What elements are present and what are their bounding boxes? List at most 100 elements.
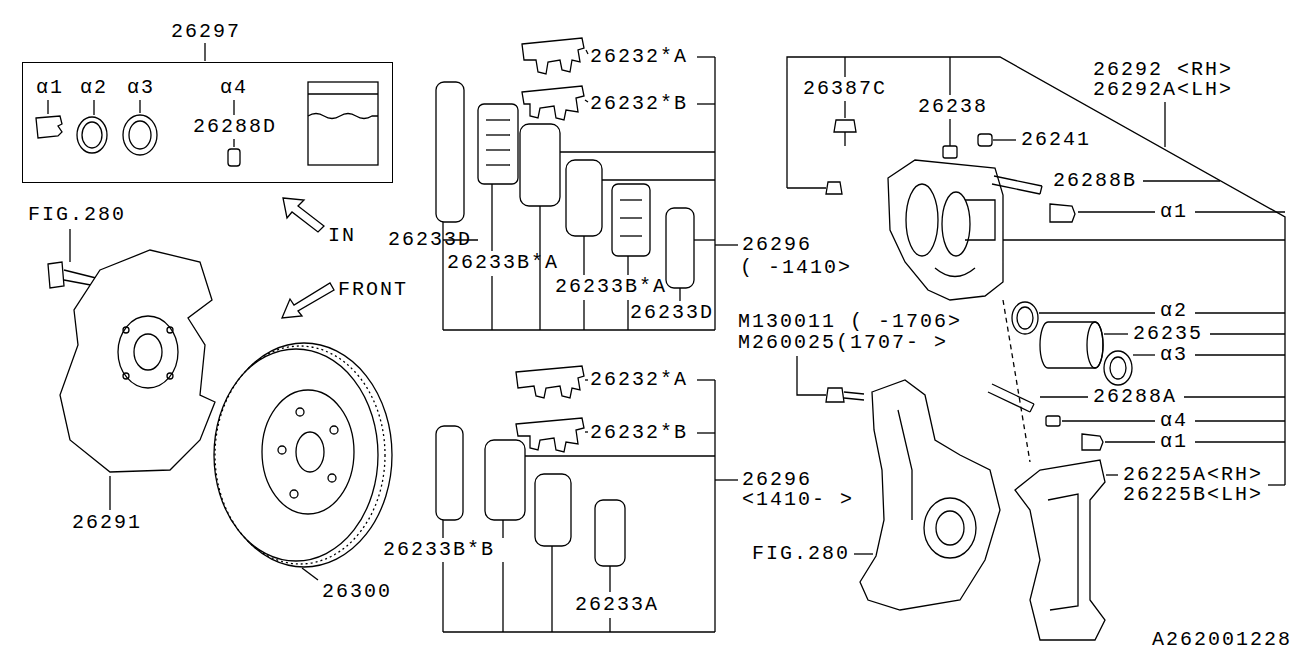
- caliper-assembly: [1017, 307, 1033, 329]
- seal-kit-parts: [93, 100, 94, 115]
- pad-set-upper: [697, 103, 715, 104]
- seal-kit-parts: [308, 114, 378, 119]
- pad-set-upper: [486, 149, 510, 150]
- caliper-assembly: [844, 132, 845, 146]
- callout-number: IN: [328, 225, 356, 247]
- seal-kit-parts: [47, 100, 48, 114]
- direction-arrows: [283, 198, 324, 232]
- seal-kit-parts: [308, 93, 378, 94]
- knuckle-bracket: [924, 498, 976, 558]
- pad-set-upper: [627, 300, 628, 330]
- pad-set-upper: [560, 151, 715, 152]
- callout-number: 26241: [1021, 129, 1091, 151]
- pad-set-lower: [697, 432, 715, 433]
- caliper-assembly: [1143, 180, 1220, 181]
- pad-set-upper: [694, 239, 715, 240]
- pad-set-lower: [715, 479, 738, 480]
- pad-set-lower: [525, 455, 715, 456]
- callout-number: 26225A<RH>: [1123, 464, 1263, 486]
- seal-kit-parts: [123, 115, 157, 155]
- brake-rotor: [262, 390, 354, 514]
- callout-number: 26232*A: [590, 369, 688, 391]
- seal-kit-parts: [82, 122, 102, 148]
- seal-kit-parts: [36, 116, 62, 138]
- pad-set-lower: [551, 546, 552, 632]
- pad-set-upper: [620, 235, 642, 236]
- seal-kit-parts: [204, 43, 205, 61]
- caliper-assembly: [1050, 204, 1075, 222]
- callout-number: 26225B<LH>: [1123, 484, 1263, 506]
- brake-rotor: [214, 349, 378, 561]
- kit-number: 26297: [171, 21, 241, 43]
- brake-rotor: [215, 346, 385, 564]
- callout-number: 26232*A: [590, 46, 688, 68]
- seal-kit-parts: [139, 100, 140, 113]
- caliper-assembly: [1078, 211, 1155, 212]
- pad-set-upper: [666, 208, 694, 288]
- dust-shield: [118, 316, 178, 388]
- dust-shield: [123, 373, 129, 379]
- callout-number: 26232*B: [590, 422, 688, 444]
- pad-set-lower: [595, 500, 625, 566]
- brake-rotor: [328, 474, 336, 482]
- dust-shield: [123, 327, 129, 333]
- direction-arrows: [282, 198, 334, 318]
- knuckle-bracket: [797, 356, 826, 395]
- caliper-assembly: [992, 184, 1040, 194]
- caliper-assembly: [1195, 312, 1285, 313]
- callout-number: A262001228: [1152, 629, 1292, 651]
- caliper-assembly: [787, 187, 826, 188]
- seal-kit-parts: [129, 121, 151, 149]
- pad-set-upper: [586, 50, 588, 54]
- caliper-assembly: [1210, 333, 1285, 334]
- callout-number: 26288A: [1093, 386, 1177, 408]
- knuckle-bracket: [844, 392, 864, 394]
- callout-number: 26233B*B: [383, 539, 495, 561]
- caliper-assembly: [1133, 354, 1155, 355]
- caliper-assembly: [935, 268, 975, 277]
- callout-number: 26288B: [1053, 170, 1137, 192]
- pad-set-lower: [516, 418, 584, 452]
- caliper-assembly: [1003, 239, 1285, 240]
- pad-set-upper: [486, 164, 510, 165]
- callout-number: 26233D: [630, 302, 714, 324]
- caliper-assembly: [949, 119, 950, 146]
- pad-set-upper: [612, 184, 650, 256]
- pad-set-upper: [602, 179, 715, 180]
- brake-rotor: [296, 408, 304, 416]
- dust-shield: [69, 229, 70, 262]
- callout-number: ( -1410>: [740, 257, 852, 279]
- caliper-assembly: [1268, 484, 1285, 485]
- caliper-assembly: [906, 184, 938, 256]
- callout-number: 26238: [918, 96, 988, 118]
- callout-number: 26292 <RH>: [1093, 59, 1233, 81]
- dust-shield: [167, 373, 173, 379]
- caliper-assembly: [888, 160, 1003, 300]
- dust-shield: [167, 327, 173, 333]
- knuckle-bracket: [826, 388, 844, 402]
- pad-set-lower: [585, 379, 588, 380]
- caliper-assembly: [1040, 186, 1042, 194]
- seal-kit-parts: [233, 139, 234, 147]
- caliper-assembly: [1105, 441, 1155, 442]
- callout-number: <1410- >: [742, 489, 854, 511]
- caliper-assembly: [1104, 351, 1132, 385]
- direction-arrows: [282, 283, 334, 318]
- caliper-assembly: [1195, 420, 1285, 421]
- callout-number: FRONT: [338, 279, 408, 301]
- callout-number: 26288D: [193, 116, 277, 138]
- pad-set-upper: [522, 86, 584, 120]
- pad-set-lower: [436, 426, 463, 520]
- callout-number: α4: [1160, 410, 1188, 432]
- pad-set-upper: [715, 244, 738, 245]
- dust-shield: [109, 476, 110, 510]
- pad-set-lower: [502, 520, 503, 538]
- knuckle-bracket: [1048, 494, 1078, 610]
- seal-kit-parts: [228, 149, 240, 166]
- callout-number: α3: [1160, 344, 1188, 366]
- pad-set-lower: [697, 379, 715, 380]
- seal-kit-parts: [308, 82, 378, 165]
- pad-set-upper: [583, 236, 584, 275]
- caliper-assembly: [1184, 396, 1285, 397]
- pad-set-upper: [478, 104, 518, 184]
